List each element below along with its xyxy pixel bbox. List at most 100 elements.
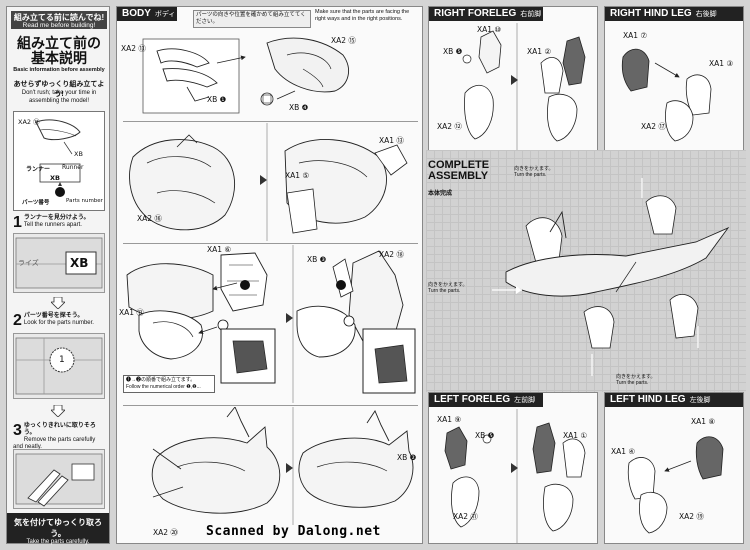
right-foreleg-title: RIGHT FORELEG bbox=[434, 8, 517, 19]
label-xa1-13: XA1 ⑬ bbox=[379, 136, 404, 145]
label-xb-2: XB ❷ bbox=[397, 453, 417, 462]
turn-note-top-en: Turn the parts. bbox=[514, 172, 547, 178]
step-3-illustration bbox=[13, 449, 105, 509]
next-step-arrow-icon bbox=[286, 463, 293, 473]
banner-jp: 組み立てる前に読んでね! bbox=[11, 11, 107, 24]
bottom-reminder-en: Take the parts carefully. bbox=[26, 539, 90, 545]
notice-en: Make sure that the parts are facing the … bbox=[315, 9, 410, 22]
warning-jp: あせらずゆっくり組み立てよう! bbox=[13, 81, 105, 98]
warning-en: Don't rush; take your time in assembling… bbox=[21, 90, 97, 104]
step-2-illustration: 1 bbox=[13, 333, 105, 399]
body-step-1-diagram bbox=[142, 37, 350, 114]
label-xa2-17: XA2 ⑰ bbox=[641, 122, 666, 131]
label-xa1-1: XA1 ① bbox=[563, 431, 588, 440]
label-xa1-11: XA1 ⑪ bbox=[119, 308, 144, 317]
label-xa2-12: XA2 ⑫ bbox=[437, 122, 462, 131]
body-step-2-diagram bbox=[129, 123, 408, 241]
bottom-reminder: 気を付けてゆっくり取ろう。 Take the parts carefully. bbox=[7, 513, 109, 545]
bottom-reminder-jp: 気を付けてゆっくり取ろう。 bbox=[14, 518, 102, 538]
turn-note-left-jp: 向きをかえます。 bbox=[428, 282, 468, 288]
scan-watermark: Scanned by Dalong.net bbox=[206, 524, 381, 539]
label-xa1-7: XA1 ⑦ bbox=[623, 31, 648, 40]
example-part-label: XA2 ⑬ bbox=[18, 116, 40, 126]
step-1-jp: ランナーを見分けよう。 bbox=[23, 215, 90, 221]
runner-tag-code: XB bbox=[70, 256, 89, 270]
complete-assembly-diagram bbox=[492, 178, 730, 376]
runner-en-label: Runner bbox=[62, 164, 84, 171]
label-xa1-5: XA1 ⑤ bbox=[285, 171, 310, 180]
turn-note-left: 向きをかえます。 Turn the parts. bbox=[428, 282, 468, 294]
label-xb-5: XB ❺ bbox=[443, 47, 463, 56]
label-xa2-15: XA2 ⑮ bbox=[331, 36, 356, 45]
runner-example-box: XA2 ⑬ XB ランナー Runner XB パーツ番号 Parts numb… bbox=[13, 111, 105, 211]
parts-number-value: 1 bbox=[59, 355, 65, 365]
parts-number-diagram bbox=[15, 337, 103, 395]
runner-tag: ライズ bbox=[18, 259, 39, 267]
down-arrow-icon bbox=[51, 297, 65, 309]
step-3-jp: ゆっくりきれいに取りそろう。 bbox=[23, 423, 96, 436]
body-step-4-diagram bbox=[151, 407, 414, 525]
body-step-3-diagram bbox=[126, 245, 416, 403]
divider bbox=[123, 243, 418, 244]
label-xb-1: XB ❶ bbox=[207, 95, 227, 104]
left-hind-leg-title: LEFT HIND LEG bbox=[610, 394, 686, 405]
label-xa2-20: XA2 ⑳ bbox=[153, 528, 178, 537]
left-hind-leg-diagram bbox=[627, 436, 724, 534]
notice-jp: パーツの向きや位置を確かめて組み立ててください。 bbox=[193, 10, 311, 28]
body-title: BODY bbox=[122, 8, 151, 19]
step-3-en: Remove the parts carefully and neatly. bbox=[13, 437, 96, 450]
step-3-number: 3 bbox=[13, 422, 22, 439]
step-1-number: 1 bbox=[13, 214, 22, 231]
numerical-order-note: ❶→❷の順番で組み立てます。 Follow the numerical orde… bbox=[123, 375, 215, 393]
turn-note-bottom-right-jp: 向きをかえます。 bbox=[616, 374, 656, 380]
turn-note-bottom-right: 向きをかえます。 Turn the parts. bbox=[616, 374, 656, 386]
order-note-jp: ❶→❷の順番で組み立てます。 bbox=[126, 377, 196, 383]
next-step-arrow-icon bbox=[260, 175, 267, 185]
step-2: 2 パーツ番号を探そう。 Look for the parts number. bbox=[13, 313, 105, 329]
basic-title-en: Basic information before assembly bbox=[13, 67, 105, 73]
label-xa1-8: XA1 ⑧ bbox=[691, 417, 716, 426]
turn-note-top: 向きをかえます。 Turn the parts. bbox=[514, 166, 554, 178]
example-runner-label: XB bbox=[74, 150, 83, 158]
divider bbox=[123, 405, 418, 406]
right-foreleg-diagram bbox=[462, 23, 586, 151]
right-hind-leg-title: RIGHT HIND LEG bbox=[610, 8, 692, 19]
complete-title-line2: ASSEMBLY bbox=[428, 170, 489, 182]
next-step-arrow-icon bbox=[511, 75, 518, 85]
step-2-en: Look for the parts number. bbox=[23, 320, 94, 326]
right-hind-leg-title-jp: 右後脚 bbox=[695, 11, 717, 18]
next-step-arrow-icon bbox=[511, 463, 518, 473]
label-xa1-6: XA1 ⑥ bbox=[207, 245, 232, 254]
left-hind-leg-title-jp: 左後脚 bbox=[689, 397, 711, 404]
basic-info-column: 組み立てる前に読んでね! Read me before building! 組み… bbox=[6, 6, 110, 545]
order-note-en: Follow the numerical order ❶,❷... bbox=[126, 384, 201, 390]
runner-jp-label: ランナー bbox=[26, 166, 51, 173]
next-step-arrow-icon bbox=[286, 313, 293, 323]
body-title-jp: ボディ bbox=[154, 11, 176, 18]
complete-title-line1: COMPLETE bbox=[428, 159, 490, 171]
complete-assembly-section: COMPLETE ASSEMBLY 本体完成 向きをかえます。 Turn the… bbox=[426, 158, 744, 388]
divider bbox=[123, 121, 418, 122]
complete-title: COMPLETE ASSEMBLY bbox=[428, 160, 489, 182]
label-xa2-13: XA2 ⑬ bbox=[121, 44, 146, 53]
step-1: 1 ランナーを見分けよう。 Tell the runners apart. bbox=[13, 215, 105, 231]
parts-en-label: Parts number bbox=[66, 198, 103, 204]
basic-title-line2: 基本説明 bbox=[31, 51, 87, 67]
label-xa2-16: XA2 ⑯ bbox=[137, 214, 162, 223]
label-xb-3: XB ❸ bbox=[307, 255, 327, 264]
label-xa2-18: XA2 ⑱ bbox=[379, 250, 404, 259]
left-foreleg-title: LEFT FORELEG bbox=[434, 394, 511, 405]
basic-title-line1: 組み立て前の bbox=[17, 36, 101, 52]
label-xa1-10: XA1 ⑩ bbox=[477, 25, 502, 34]
